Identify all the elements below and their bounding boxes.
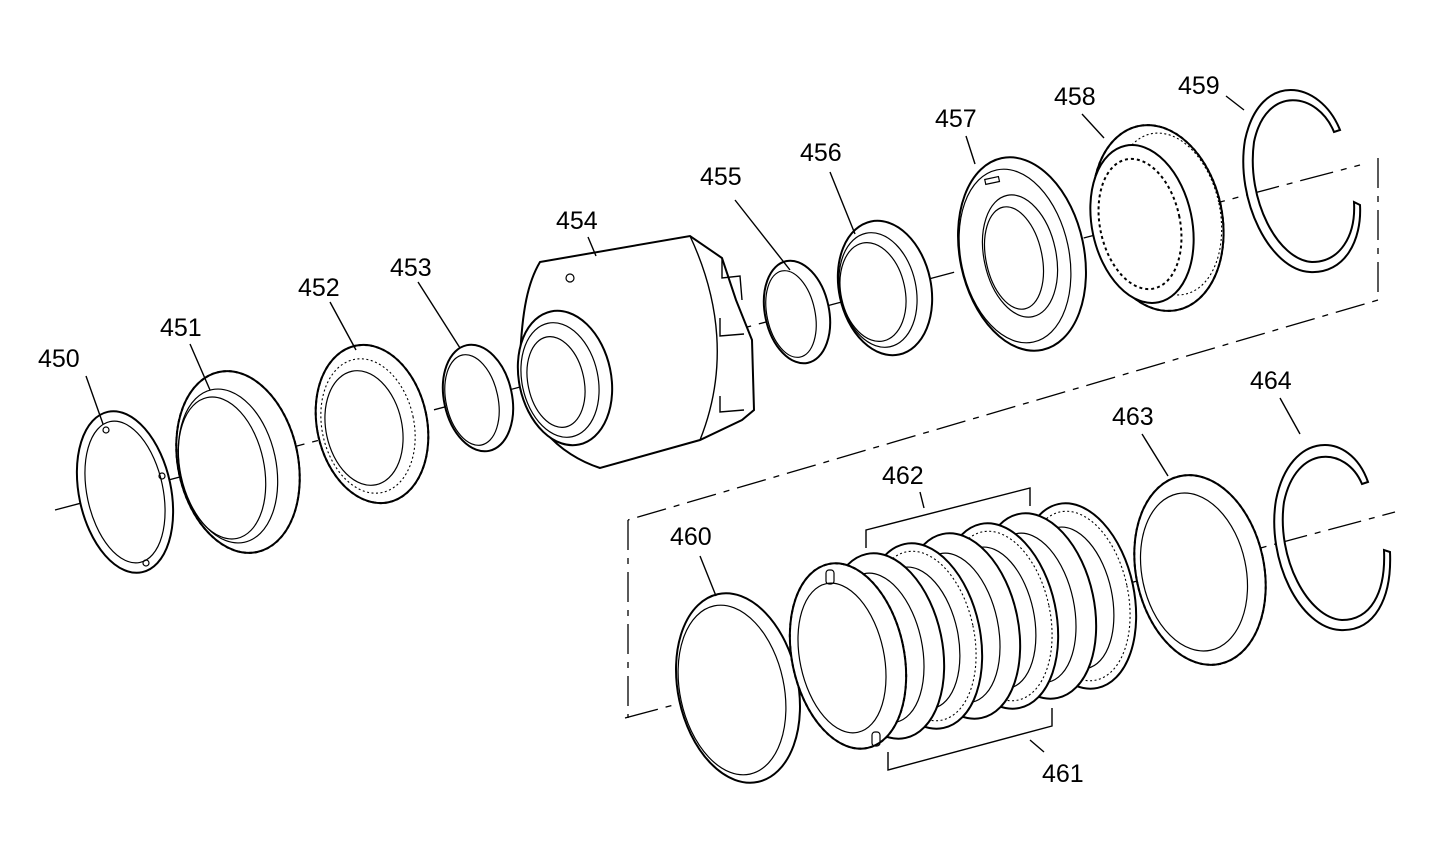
- upper-group-bracket: [627, 158, 1379, 521]
- label-451: 451: [160, 314, 202, 342]
- label-461: 461: [1042, 760, 1084, 788]
- part-452-roller-clutch: [314, 343, 430, 505]
- part-450-thrust-plate: [75, 410, 175, 574]
- part-464-snap-ring: [1273, 444, 1392, 632]
- label-456: 456: [800, 139, 842, 167]
- bracket-461: [887, 708, 1053, 771]
- part-463-pressure-plate: [1133, 474, 1267, 666]
- label-455: 455: [700, 163, 742, 191]
- part-456-ring: [836, 219, 934, 357]
- label-460: 460: [670, 523, 712, 551]
- label-452: 452: [298, 274, 340, 302]
- part-459-snap-ring: [1242, 89, 1362, 274]
- label-454: 454: [556, 207, 598, 235]
- label-453: 453: [390, 254, 432, 282]
- part-454-drum-housing: [516, 234, 756, 470]
- part-453-sleeve: [441, 343, 515, 453]
- part-457-flanged-hub: [957, 156, 1087, 352]
- part-451-toothed-ring: [175, 370, 301, 554]
- leader-lines: [85, 95, 1301, 753]
- part-461-462-clutch-pack: [788, 502, 1138, 750]
- label-459: 459: [1178, 72, 1220, 100]
- label-458: 458: [1054, 83, 1096, 111]
- label-450: 450: [38, 345, 80, 373]
- label-463: 463: [1112, 403, 1154, 431]
- bracket-462: [865, 487, 1031, 548]
- clutch-plate-steel-front: [788, 562, 908, 750]
- label-462: 462: [882, 462, 924, 490]
- label-464: 464: [1250, 367, 1292, 395]
- label-457: 457: [935, 105, 977, 133]
- part-455-sleeve: [762, 259, 832, 365]
- part-458-splined-clutch: [1089, 124, 1225, 312]
